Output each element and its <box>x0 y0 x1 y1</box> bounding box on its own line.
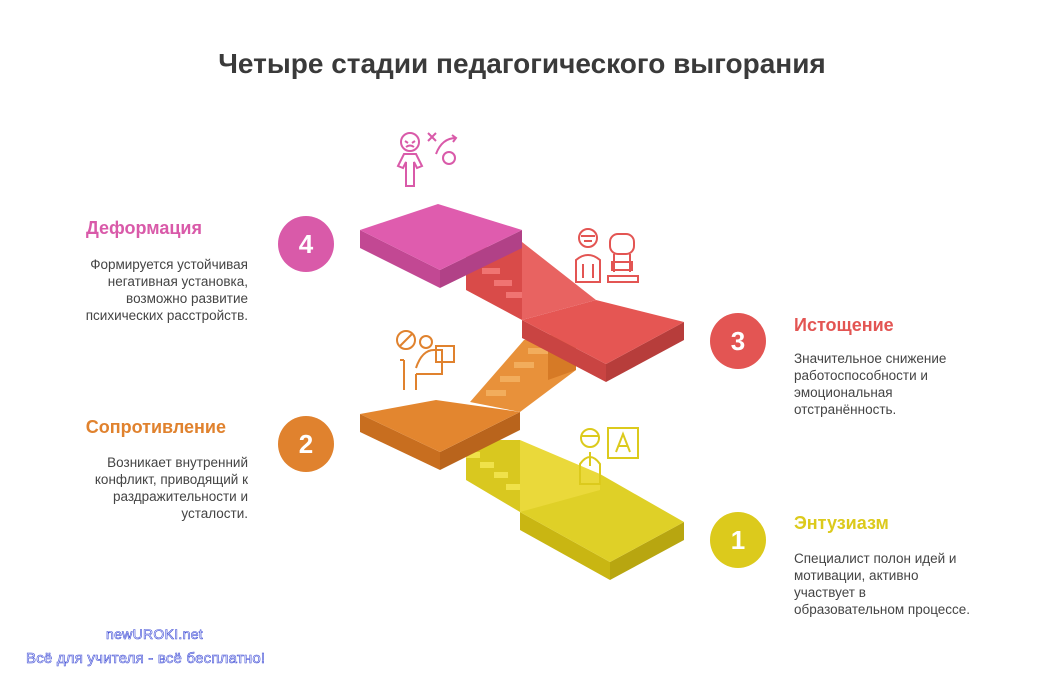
stage-4-title: Деформация <box>85 218 202 238</box>
tired-at-desk-icon <box>396 330 455 390</box>
platform-4 <box>360 204 522 288</box>
stage-2-title: Сопротивление <box>85 417 226 437</box>
stairs-1-2 <box>466 440 600 512</box>
stage-2-description: Возникает внутренний конфликт, приводящи… <box>94 455 248 521</box>
exhausted-person-icon <box>575 228 639 283</box>
platform-2 <box>360 400 520 470</box>
stage-3-description: Значительное снижение работоспособности … <box>794 351 947 417</box>
stage-4-description: Формируется устойчивая негативная устано… <box>85 257 248 323</box>
watermark-site: newUROKI.net <box>106 626 203 643</box>
stage-1-badge: 1 <box>710 512 766 568</box>
page-title: Четыре стадии педагогического выгорания <box>218 48 826 79</box>
watermark-tagline: Всё для учителя - всё бесплатно! <box>26 650 266 668</box>
stage-1-title: Энтузиазм <box>794 513 889 533</box>
stage-2-badge: 2 <box>278 416 334 472</box>
platform-3 <box>522 300 684 382</box>
stage-3-badge: 3 <box>710 313 766 369</box>
distorted-person-icon <box>396 132 458 187</box>
stage-4-badge: 4 <box>278 216 334 272</box>
teacher-board-icon <box>579 427 639 485</box>
stage-1-description: Специалист полон идей и мотивации, актив… <box>794 551 971 617</box>
stage-3-title: Истощение <box>794 315 894 335</box>
